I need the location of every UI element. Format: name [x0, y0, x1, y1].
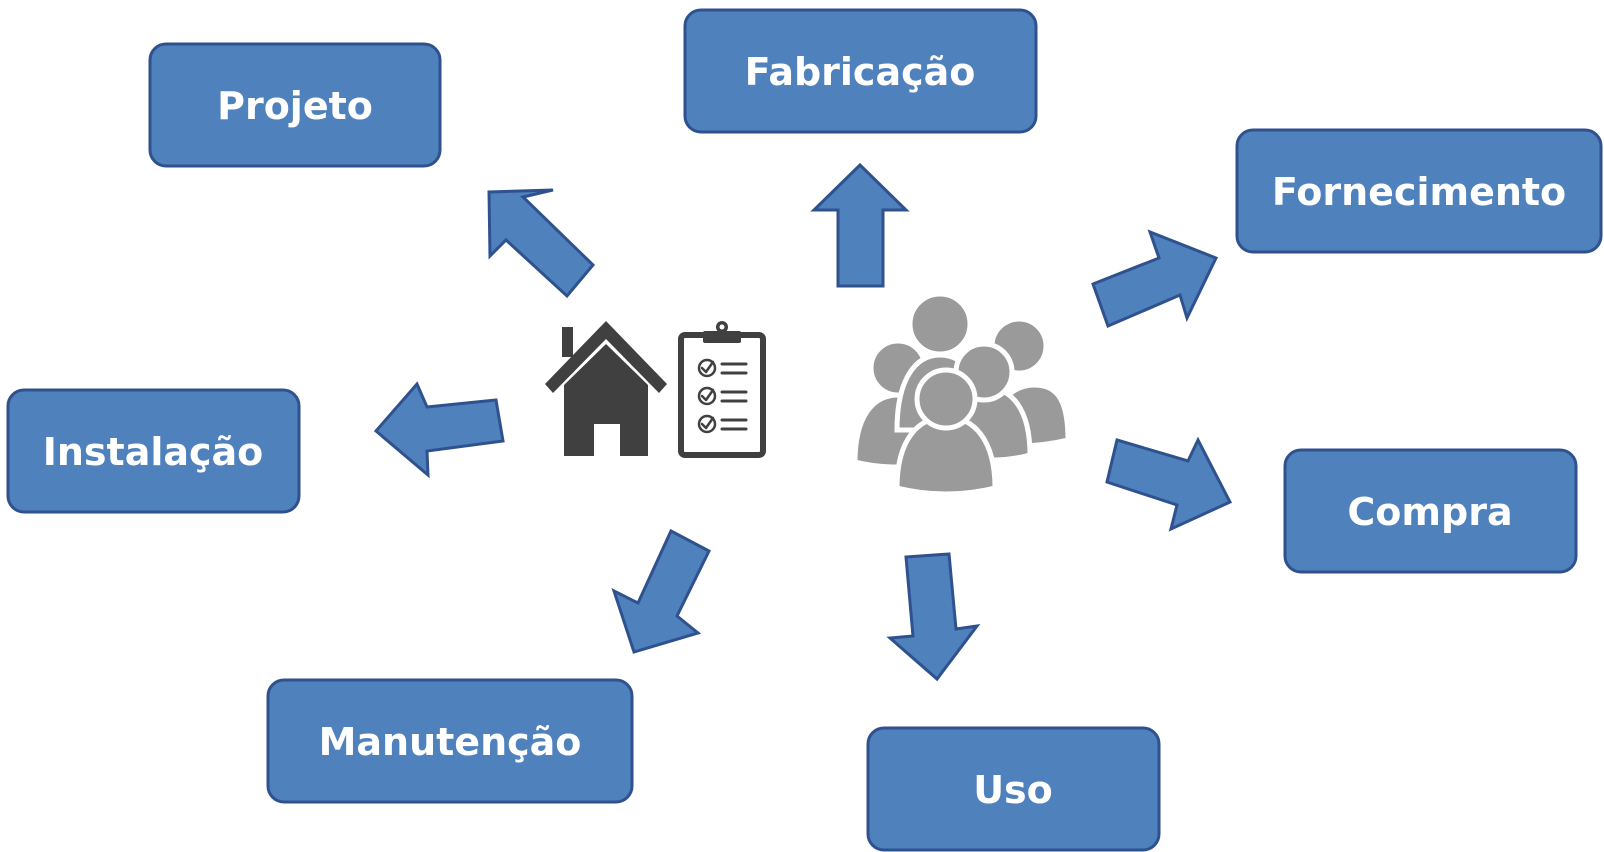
arrow-to-fornecimento: [1091, 229, 1219, 329]
node-fabricacao: Fabricação: [683, 8, 1038, 134]
arrow-to-manutencao-shape: [611, 528, 711, 654]
arrow-to-instalacao-shape: [373, 381, 505, 479]
node-projeto-box: [148, 42, 442, 168]
arrow-to-fabricacao-shape: [810, 162, 910, 288]
arrow-to-projeto-shape: [487, 188, 596, 299]
arrow-to-compra: [1105, 436, 1233, 532]
node-fornecimento-box: [1235, 128, 1603, 254]
arrow-to-manutencao: [611, 528, 711, 654]
arrow-to-uso: [886, 552, 981, 682]
node-fabricacao-box: [683, 8, 1038, 134]
arrow-to-uso-shape: [886, 552, 981, 682]
people-group-icon: [852, 291, 1071, 497]
node-fornecimento-label: Fornecimento: [1272, 170, 1566, 214]
node-fornecimento: Fornecimento: [1235, 128, 1603, 254]
house-icon: [545, 321, 667, 456]
node-compra-label: Compra: [1347, 490, 1512, 534]
node-uso-label: Uso: [973, 768, 1053, 812]
node-fabricacao-label: Fabricação: [745, 50, 976, 94]
node-instalacao: Instalação: [6, 388, 301, 514]
node-compra-box: [1283, 448, 1578, 574]
node-compra: Compra: [1283, 448, 1578, 574]
arrow-to-instalacao: [373, 381, 505, 479]
arrow-to-fornecimento-shape: [1091, 229, 1219, 329]
clipboard-checklist-icon: [678, 321, 766, 458]
node-uso-box: [866, 726, 1161, 852]
arrow-to-projeto: [487, 188, 596, 299]
node-instalacao-label: Instalação: [43, 430, 264, 474]
arrow-to-compra-shape: [1105, 436, 1233, 532]
arrow-to-fabricacao: [810, 162, 910, 288]
node-instalacao-box: [6, 388, 301, 514]
node-projeto: Projeto: [148, 42, 442, 168]
node-manutencao-label: Manutenção: [319, 720, 582, 764]
node-manutencao: Manutenção: [266, 678, 634, 804]
node-projeto-label: Projeto: [217, 84, 373, 128]
node-uso: Uso: [866, 726, 1161, 852]
node-manutencao-box: [266, 678, 634, 804]
